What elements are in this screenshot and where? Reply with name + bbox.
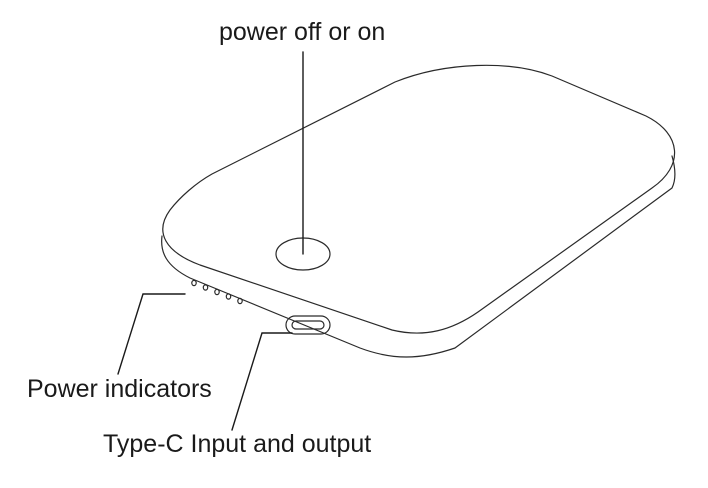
power-indicators-leader <box>117 293 186 375</box>
indicator-led <box>225 293 232 300</box>
type-c-port-shape <box>285 315 331 335</box>
indicator-led <box>191 279 197 287</box>
indicator-led <box>202 284 209 291</box>
device-top-face <box>162 64 676 334</box>
power-indicators-label: Power indicators <box>27 375 212 403</box>
indicator-led <box>214 288 220 296</box>
power-indicator-leds <box>191 279 243 305</box>
type-c-leader <box>231 332 293 431</box>
type-c-port-label: Type-C Input and output <box>103 430 372 458</box>
power-button-label: power off or on <box>219 18 386 46</box>
device-body-outline <box>161 155 676 358</box>
indicator-led <box>237 297 243 305</box>
